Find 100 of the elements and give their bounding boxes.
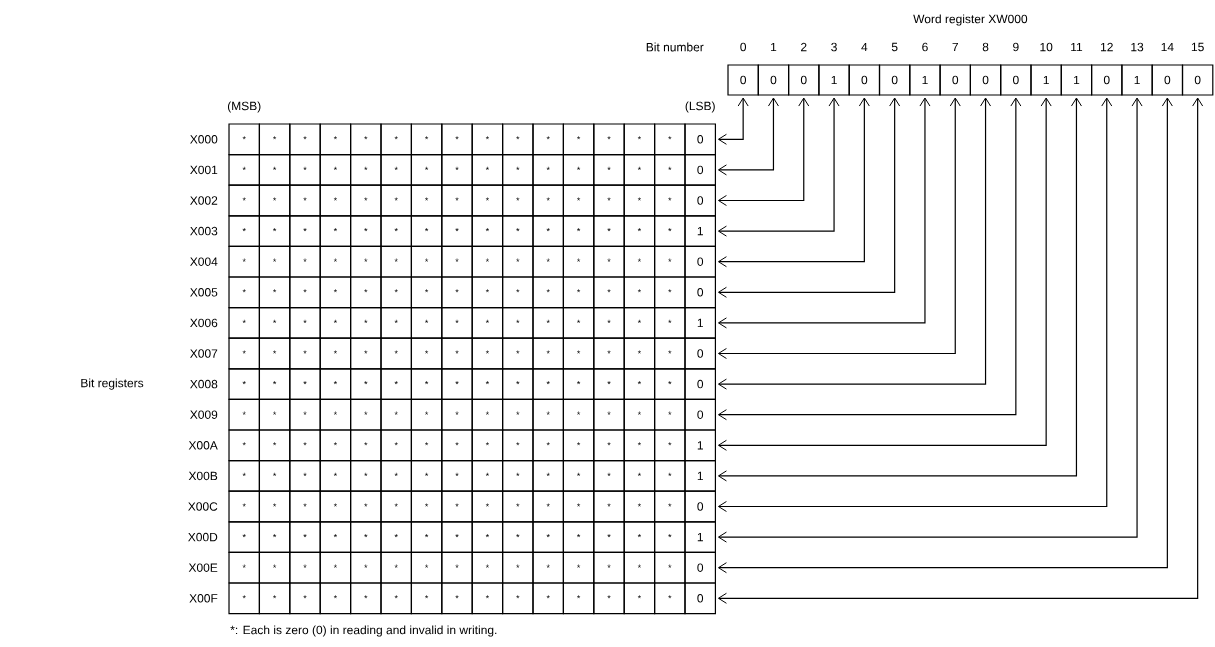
table-cell: * (410, 460, 443, 492)
table-cell: * (441, 215, 473, 247)
msb-label: (MSB) (227, 101, 261, 113)
table-cell: * (562, 276, 595, 309)
table-cell: * (228, 184, 260, 217)
table-cell: * (380, 215, 412, 247)
table-cell: * (502, 337, 534, 370)
table-cell: * (654, 154, 686, 186)
table-cell: * (532, 460, 564, 492)
bit-cell: 0 (684, 490, 716, 523)
table-cell: * (654, 123, 686, 156)
word-bit-cell: 0 (939, 64, 971, 96)
table-cell: * (380, 429, 412, 462)
table-cell: * (350, 551, 382, 584)
table-cell: * (410, 521, 443, 553)
bit-cell: 0 (684, 276, 716, 309)
table-cell: * (502, 368, 534, 400)
table-cell: * (471, 276, 504, 309)
table-cell: * (228, 490, 260, 523)
table-cell: * (562, 245, 595, 278)
table-cell: * (410, 154, 443, 186)
table-cell: * (532, 337, 564, 370)
row-label: X005 (190, 288, 218, 297)
table-cell: * (441, 245, 473, 278)
table-cell: * (532, 398, 564, 431)
bit-number: 12 (1101, 42, 1113, 52)
row-label: X00F (189, 594, 218, 603)
bit-cell: 1 (684, 215, 716, 247)
arrow (717, 97, 779, 176)
table-cell: * (532, 276, 564, 309)
table-cell: * (441, 429, 473, 462)
row-label: X007 (190, 349, 218, 358)
table-cell: * (350, 154, 382, 186)
table-cell: * (532, 245, 564, 278)
table-cell: * (319, 460, 352, 492)
table-cell: * (623, 307, 656, 339)
bit-number: 9 (1013, 42, 1019, 52)
table-cell: * (228, 337, 260, 370)
table-cell: * (350, 245, 382, 278)
table-cell: * (532, 368, 564, 400)
table-cell: * (623, 154, 656, 186)
table-cell: * (502, 551, 534, 584)
bit-number: 2 (801, 42, 807, 52)
table-cell: * (289, 307, 321, 339)
table-cell: * (471, 307, 504, 339)
row-label: X008 (190, 379, 218, 389)
table-cell: * (441, 154, 473, 186)
row-label: X00D (188, 532, 218, 542)
table-cell: * (654, 551, 686, 584)
table-cell: * (593, 245, 625, 278)
table-cell: * (289, 398, 321, 431)
table-cell: * (228, 245, 260, 278)
table-cell: * (350, 490, 382, 523)
table-cell: * (410, 429, 443, 462)
table-cell: * (562, 460, 595, 492)
table-cell: * (319, 123, 352, 156)
table-cell: * (532, 521, 564, 553)
bit-number: 7 (952, 42, 958, 52)
table-cell: * (228, 460, 260, 492)
table-cell: * (228, 307, 260, 339)
table-cell: * (502, 429, 534, 462)
group-label: Bit registers (81, 378, 144, 390)
bit-number: 13 (1131, 42, 1144, 52)
table-cell: * (258, 215, 291, 247)
table-cell: * (593, 184, 625, 217)
table-cell: * (654, 460, 686, 492)
table-cell: * (532, 307, 564, 339)
table-cell: * (654, 398, 686, 431)
table-cell: * (380, 245, 412, 278)
table-cell: * (228, 521, 260, 553)
table-cell: * (289, 123, 321, 156)
arrow (717, 97, 901, 298)
table-cell: * (593, 582, 625, 615)
word-bit-cell: 1 (818, 64, 850, 96)
table-cell: * (228, 398, 260, 431)
table-cell: * (562, 429, 595, 462)
table-cell: * (258, 154, 291, 186)
table-cell: * (532, 429, 564, 462)
bit-cell: 0 (684, 184, 716, 217)
word-bit-cell: 0 (1151, 64, 1184, 96)
bit-cell: 0 (684, 582, 716, 615)
table-cell: * (350, 368, 382, 400)
table-cell: * (654, 184, 686, 217)
bit-number: 14 (1161, 42, 1174, 52)
table-cell: * (289, 551, 321, 584)
table-cell: * (562, 307, 595, 339)
table-cell: * (289, 521, 321, 553)
table-cell: * (228, 429, 260, 462)
table-cell: * (562, 123, 595, 156)
table-cell: * (562, 398, 595, 431)
table-cell: * (319, 490, 352, 523)
table-cell: * (319, 337, 352, 370)
arrow (717, 97, 1022, 421)
table-cell: * (654, 521, 686, 553)
bit-number: 4 (861, 42, 868, 52)
table-cell: * (289, 154, 321, 186)
table-cell: * (471, 460, 504, 492)
table-cell: * (380, 276, 412, 309)
table-cell: * (319, 184, 352, 217)
word-bit-cell: 1 (909, 64, 941, 96)
